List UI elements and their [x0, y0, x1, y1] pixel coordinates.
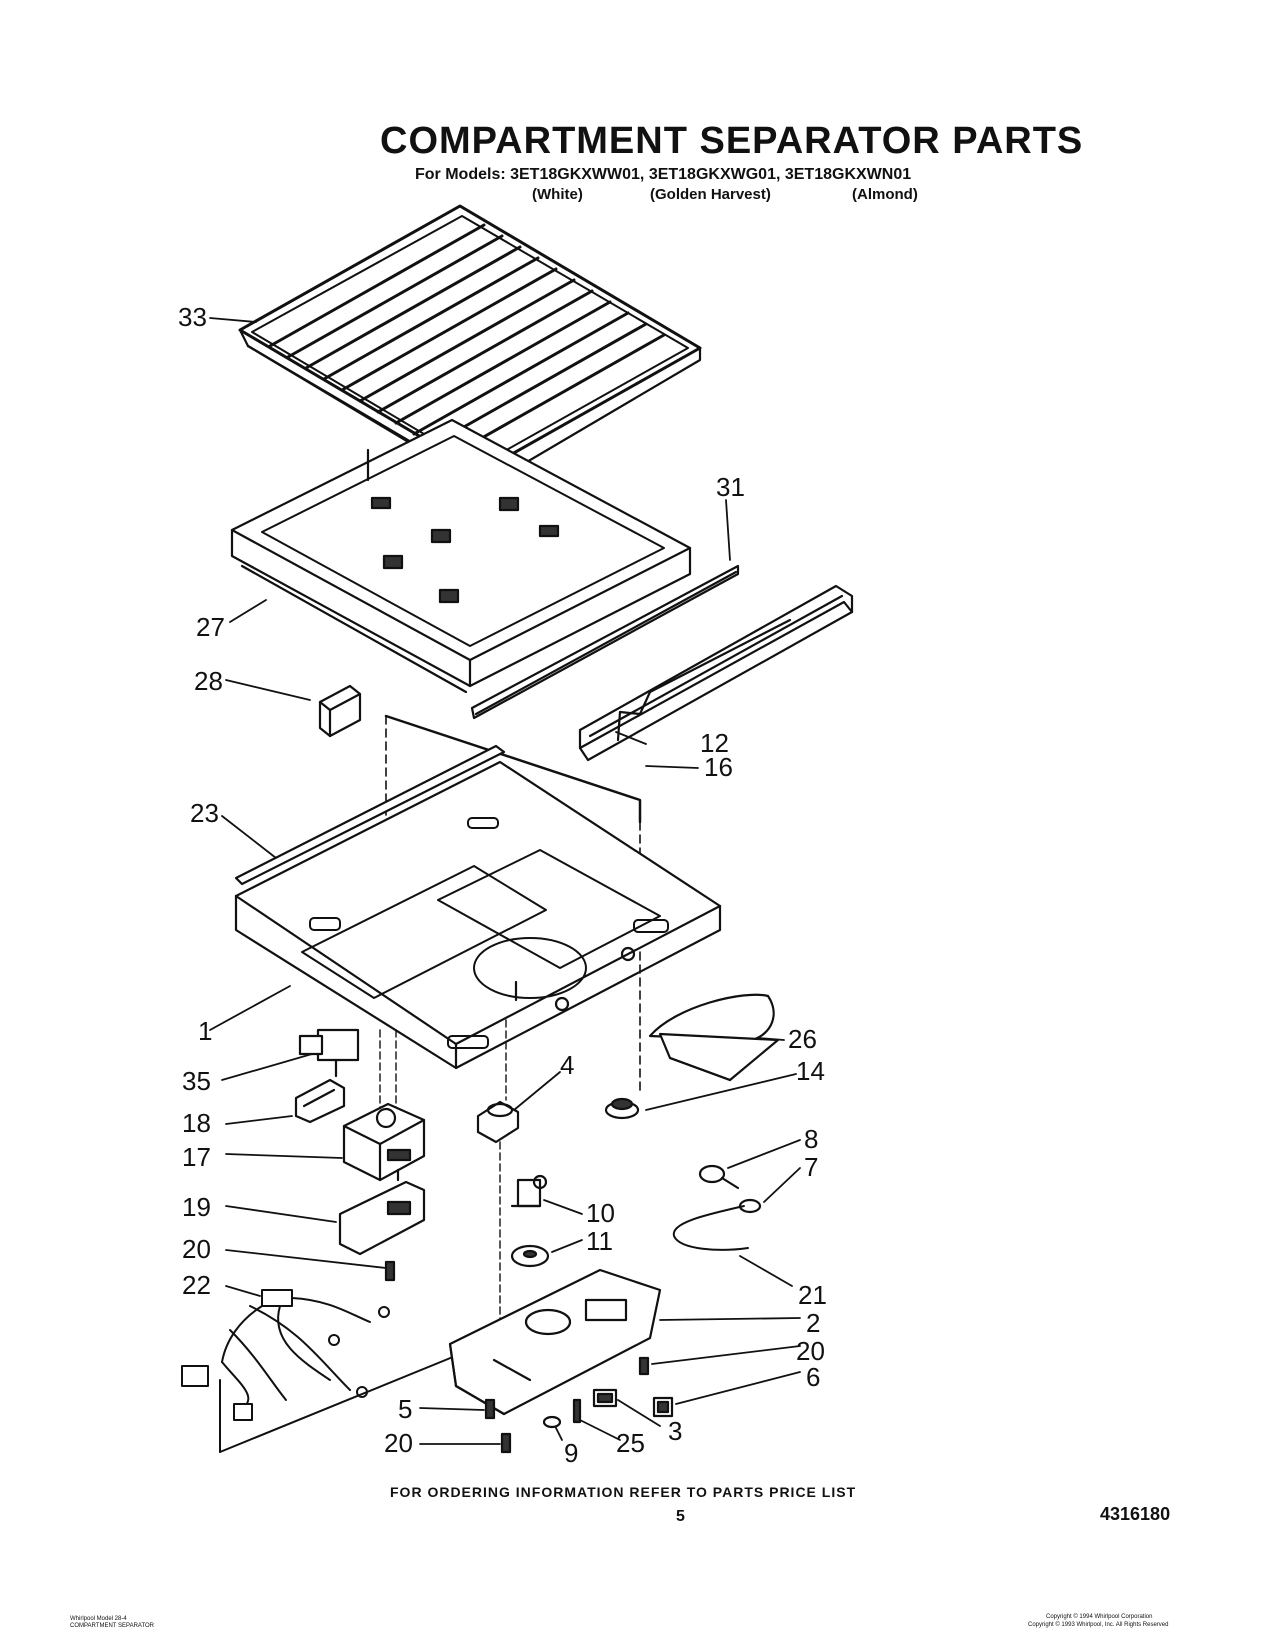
part-21-sensor-wire — [672, 1205, 749, 1251]
part-26-insulation — [648, 993, 780, 1082]
part-label-18: 18 — [182, 1108, 211, 1138]
page-number: 5 — [676, 1508, 685, 1525]
part-label-27: 27 — [196, 612, 225, 642]
part-label-20-b: 20 — [796, 1336, 825, 1366]
part-25-bolt — [572, 1398, 582, 1424]
part-label-8: 8 — [804, 1124, 819, 1154]
part-11-knob — [510, 1244, 550, 1268]
part-label-11: 11 — [586, 1226, 613, 1256]
right-fine-print-2: Copyright © 1993 Whirlpool, Inc. All Rig… — [1028, 1622, 1169, 1628]
part-27-frame — [230, 418, 692, 694]
part-label-1: 1 — [198, 1016, 213, 1046]
part-label-26: 26 — [788, 1024, 817, 1054]
part-label-33: 33 — [178, 302, 207, 332]
part-16-cable — [384, 714, 642, 824]
part-label-6: 6 — [806, 1362, 821, 1392]
document-number: 4316180 — [1100, 1504, 1171, 1524]
part-label-12: 12 — [700, 728, 729, 758]
part-20-screw-c — [500, 1432, 512, 1454]
part-2-control-housing — [448, 1268, 662, 1416]
part-label-3: 3 — [668, 1416, 683, 1446]
part-label-28: 28 — [194, 666, 223, 696]
part-28-block — [318, 684, 362, 738]
part-20-screw-a — [384, 1260, 396, 1282]
variant-almond: (Almond) — [852, 186, 918, 203]
part-23-pan — [234, 744, 722, 1070]
part-35-switch — [298, 1028, 360, 1078]
part-label-20-a: 20 — [182, 1234, 211, 1264]
leader-lines — [209, 317, 801, 1445]
part-label-23: 23 — [190, 798, 219, 828]
part-22-harness — [181, 1289, 471, 1453]
part-label-35: 35 — [182, 1066, 211, 1096]
part-label-22: 22 — [182, 1270, 211, 1300]
part-label-19: 19 — [182, 1192, 211, 1222]
variant-white: (White) — [532, 186, 583, 203]
part-14-grommet — [604, 1097, 640, 1120]
part-label-31: 31 — [716, 472, 745, 502]
part-9-washer — [542, 1415, 562, 1429]
part-label-10: 10 — [586, 1198, 615, 1228]
part-label-17: 17 — [182, 1142, 211, 1172]
part-3-relay — [592, 1388, 618, 1408]
part-10-thermostat — [510, 1174, 548, 1208]
part-label-20-c: 20 — [384, 1428, 413, 1458]
part-6-connector — [652, 1396, 674, 1418]
part-33-grille — [238, 204, 702, 494]
part-19-bracket — [338, 1168, 426, 1256]
part-label-14: 14 — [796, 1056, 825, 1086]
part-18-light-lens — [294, 1078, 346, 1124]
part-12-channel — [578, 584, 854, 762]
part-4-hinge — [476, 1100, 520, 1144]
page-title: COMPARTMENT SEPARATOR PARTS — [380, 120, 1084, 162]
part-5-screw — [484, 1398, 496, 1420]
part-label-7: 7 — [804, 1152, 819, 1182]
part-17-housing — [342, 1102, 426, 1182]
part-label-9: 9 — [564, 1438, 579, 1468]
part-8-cap — [698, 1164, 740, 1190]
left-fine-print-1: Whirlpool Model 28-4 — [70, 1616, 127, 1622]
right-fine-print-1: Copyright © 1994 Whirlpool Corporation — [1046, 1614, 1153, 1620]
part-31-strip — [470, 564, 740, 720]
part-20-screw-b — [638, 1356, 650, 1376]
variant-golden-harvest: (Golden Harvest) — [650, 186, 771, 203]
ordering-note: FOR ORDERING INFORMATION REFER TO PARTS … — [390, 1484, 857, 1500]
part-label-5: 5 — [398, 1394, 413, 1424]
left-fine-print-2: COMPARTMENT SEPARATOR — [70, 1623, 155, 1629]
part-label-16: 16 — [704, 752, 733, 782]
models-line: For Models: 3ET18GKXWW01, 3ET18GKXWG01, … — [415, 166, 912, 183]
part-label-25: 25 — [616, 1428, 645, 1458]
part-label-21: 21 — [798, 1280, 827, 1310]
part-label-2: 2 — [806, 1308, 821, 1338]
part-label-4: 4 — [560, 1050, 575, 1080]
